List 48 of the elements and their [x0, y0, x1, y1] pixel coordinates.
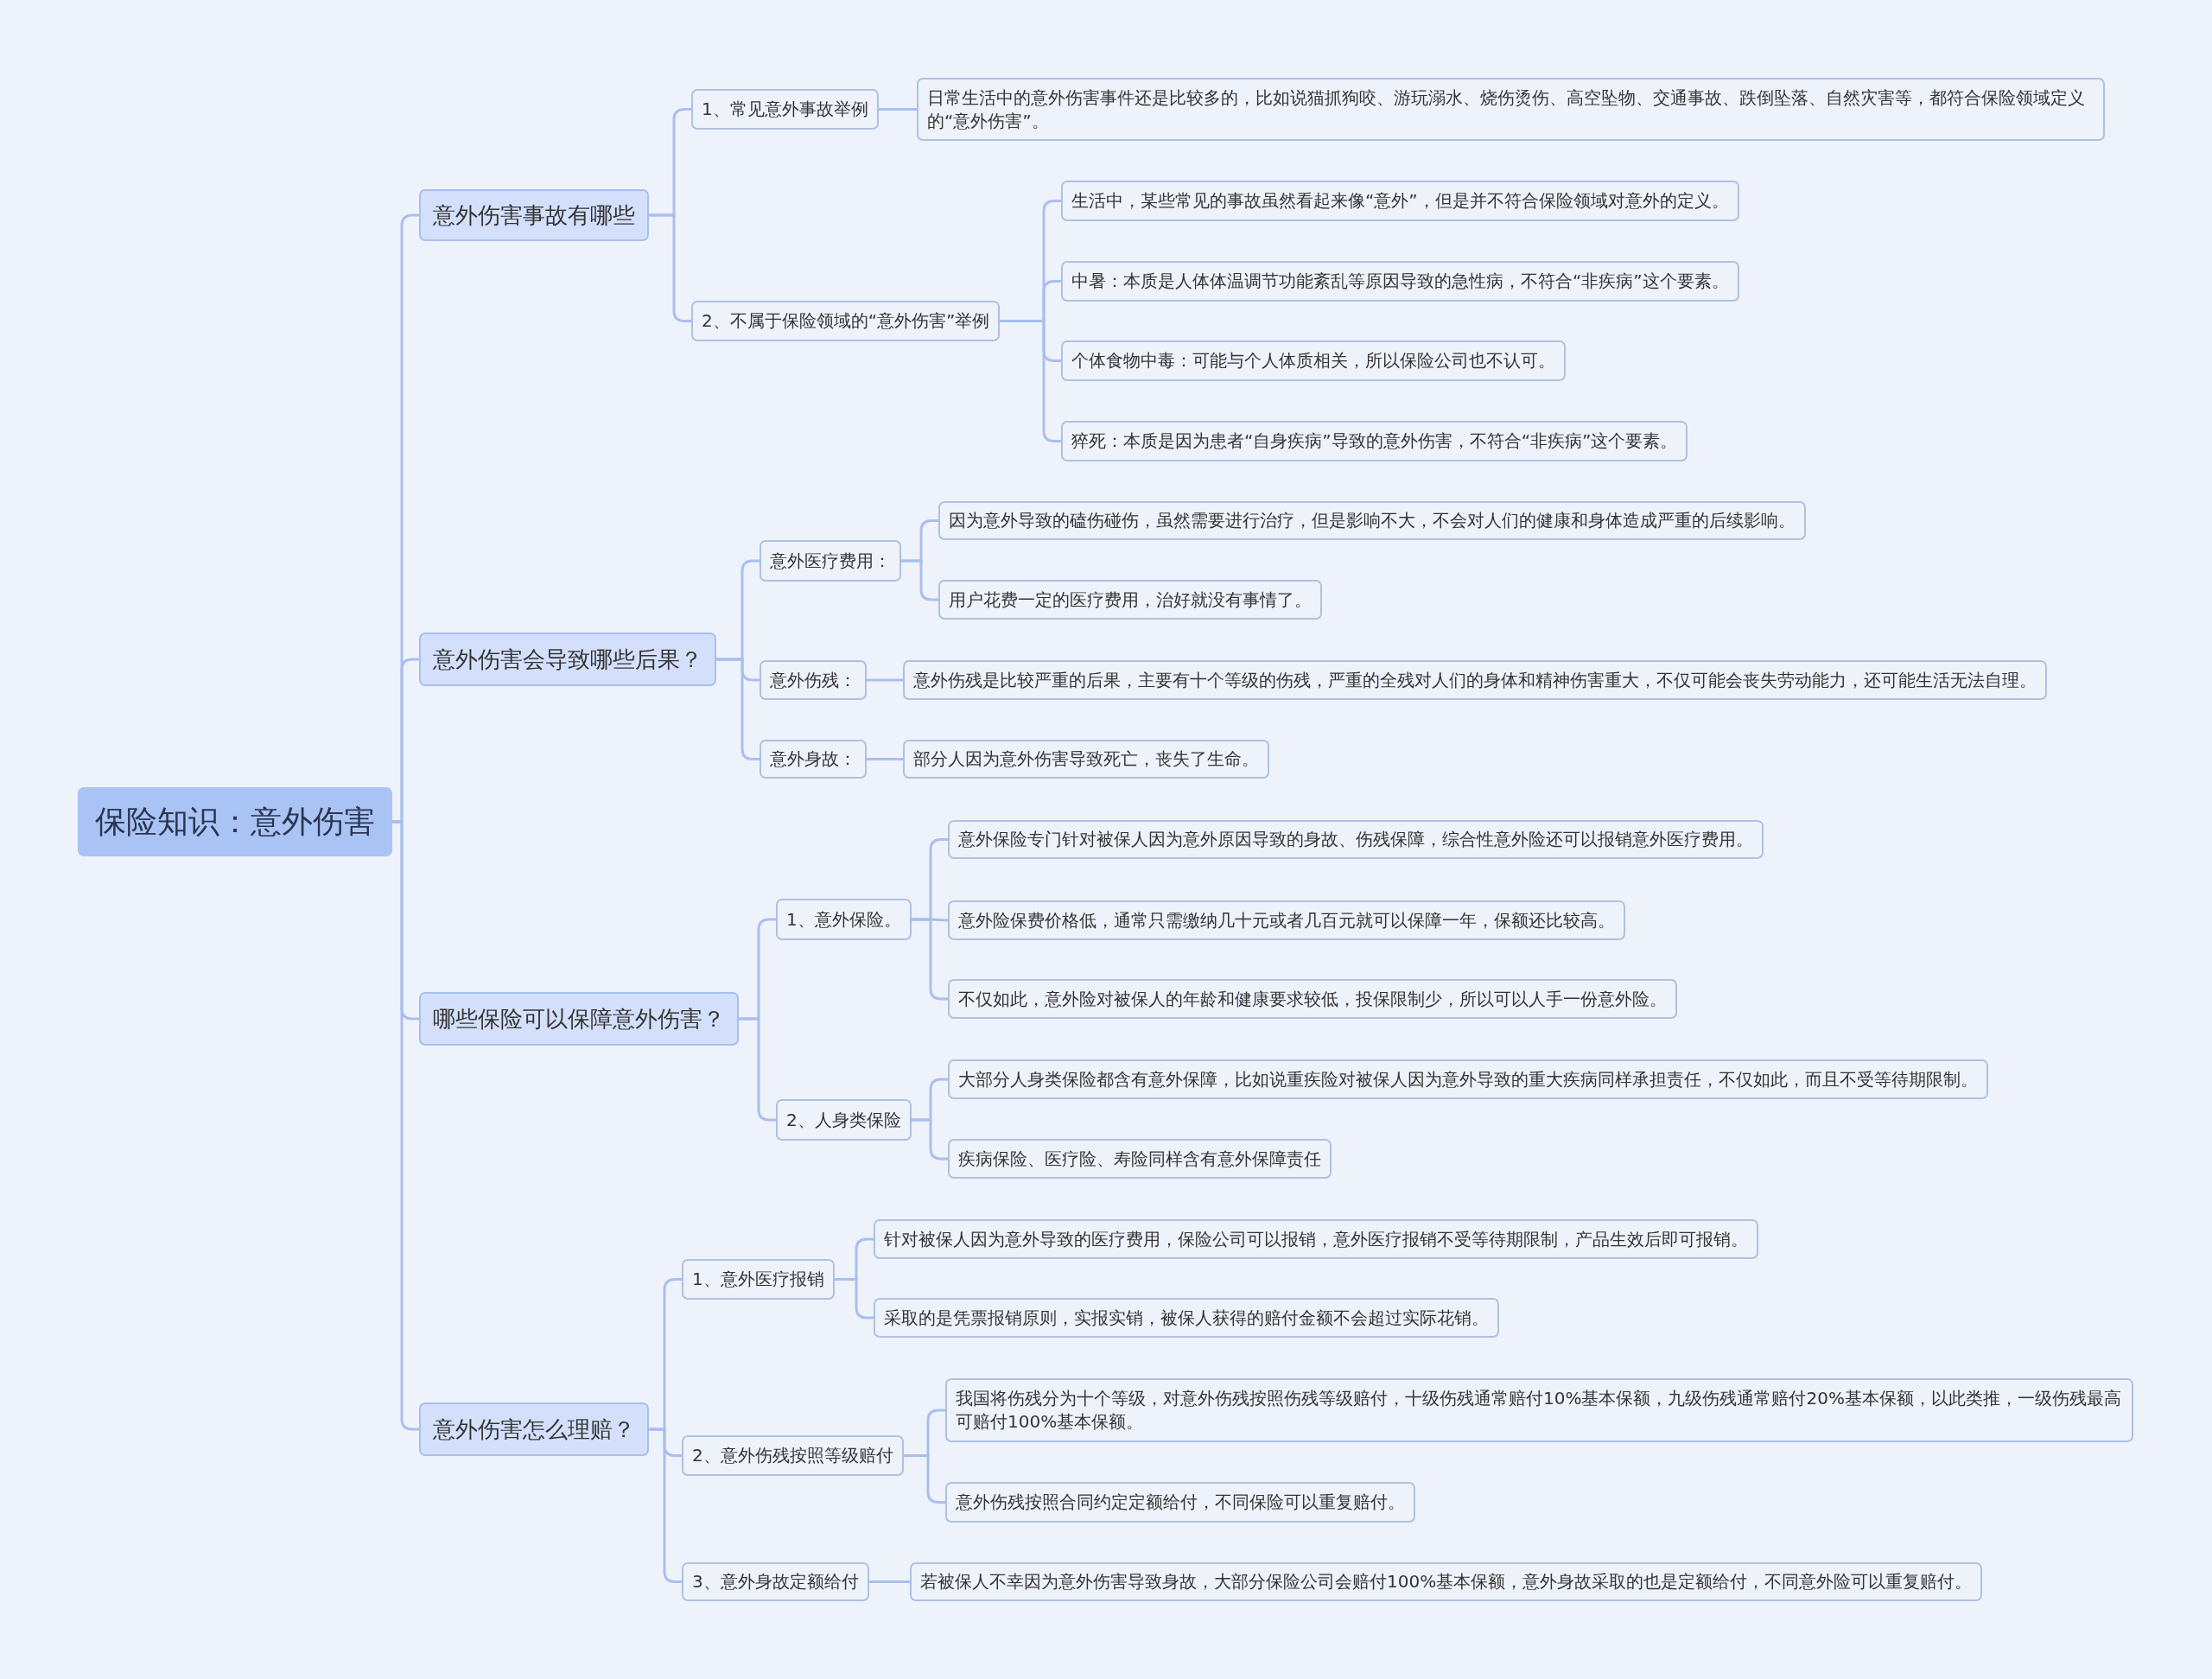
- connector-line: [903, 1454, 945, 1504]
- note-box: 意外险保费价格低，通常只需缴纳几十元或者几百元就可以保障一年，保额还比较高。: [948, 900, 1625, 940]
- connector-line: [867, 758, 903, 760]
- branch-box: 意外伤害事故有哪些: [419, 189, 649, 241]
- subtopic-box: 2、不属于保险领域的“意外伤害”举例: [691, 301, 1001, 341]
- note-box: 若被保人不幸因为意外伤害导致身故，大部分保险公司会赔付100%基本保额，意外身故采取的也是定额给付，不同意外险可以重复赔付。: [910, 1562, 1983, 1601]
- note-box: 意外伤残按照合同约定定额给付，不同保险可以重复赔付。: [945, 1482, 1415, 1523]
- note-box: 采取的是凭票报销原则，实报实销，被保人获得的赔付金额不会超过实际花销。: [874, 1298, 1499, 1338]
- note-box: 疾病保险、医疗险、寿险同样含有意外保障责任: [948, 1139, 1332, 1179]
- note-box: 意外保险专门针对被保人因为意外原因导致的身故、伤残保障，综合性意外险还可以报销意外医疗费用。: [948, 820, 1764, 859]
- subtopic-box: 3、意外身故定额给付: [682, 1562, 869, 1601]
- subtopic-box: 2、人身类保险: [776, 1099, 912, 1141]
- note-box: 意外伤残是比较严重的后果，主要有十个等级的伤残，严重的全残对人们的身体和精神伤害重大，不仅可能会丧失劳动能力，还可能生活无法自理。: [903, 660, 2047, 700]
- note-box: 日常生活中的意外伤害事件还是比较多的，比如说猫抓狗咬、游玩溺水、烧伤烫伤、高空坠物、交通事故、跌倒坠落、自然灾害等，都符合保险领域定义的“意外伤害”。: [917, 78, 2105, 141]
- connector-line: [868, 1580, 910, 1583]
- subtopic-box: 意外身故：: [760, 740, 867, 779]
- connector-line: [649, 213, 691, 322]
- connector-line: [834, 1278, 874, 1320]
- subtopic-box: 意外医疗费用：: [760, 540, 901, 582]
- note-box: 大部分人身类保险都含有意外保障，比如说重疾险对被保人因为意外导致的重大疾病同样承担责任，不仅如此，而且不受等待期限制。: [948, 1059, 1988, 1099]
- connector-line: [649, 1428, 682, 1583]
- connector-line: [911, 918, 948, 1001]
- note-box: 用户花费一定的医疗费用，治好就没有事情了。: [938, 580, 1322, 620]
- connector-line: [739, 1017, 776, 1122]
- subtopic-box: 2、意外伤残按照等级赔付: [682, 1435, 904, 1476]
- note-box: 部分人因为意外伤害导致死亡，丧失了生命。: [903, 740, 1269, 779]
- subtopic-box: 1、意外医疗报销: [682, 1259, 835, 1300]
- subtopic-box: 1、意外保险。: [776, 899, 912, 940]
- note-box: 猝死：本质是因为患者“自身疾病”导致的意外伤害，不符合“非疾病”这个要素。: [1061, 421, 1688, 461]
- note-box: 因为意外导致的磕伤碰伤，虽然需要进行治疗，但是影响不大，不会对人们的健康和身体造成严重的后续影响。: [938, 501, 1806, 540]
- branch-box: 意外伤害会导致哪些后果？: [419, 633, 716, 686]
- branch-box: 意外伤害怎么理赔？: [419, 1402, 649, 1456]
- note-box: 我国将伤残分为十个等级，对意外伤残按照伤残等级赔付，十级伤残通常赔付10%基本保额，九级伤残通常赔付20%基本保额，以此类推，一级伤残最高可赔付100%基本保额。: [945, 1378, 2133, 1442]
- connector-line: [911, 1118, 948, 1161]
- note-box: 个体食物中毒：可能与个人体质相关，所以保险公司也不认可。: [1061, 340, 1566, 381]
- branch-box: 哪些保险可以保障意外伤害？: [419, 992, 739, 1046]
- subtopic-box: 1、常见意外事故举例: [691, 89, 879, 130]
- note-box: 生活中，某些常见的事故虽然看起来像“意外”，但是并不符合保险领域对意外的定义。: [1061, 181, 1739, 221]
- connector-line: [867, 678, 903, 682]
- connector-line: [716, 658, 760, 760]
- note-box: 不仅如此，意外险对被保人的年龄和健康要求较低，投保限制少，所以可以人手一份意外险。: [948, 979, 1677, 1019]
- note-box: 中暑：本质是人体体温调节功能紊乱等原因导致的急性病，不符合“非疾病”这个要素。: [1061, 261, 1739, 302]
- topic-box: 保险知识：意外伤害: [78, 787, 392, 856]
- note-box: 针对被保人因为意外导致的医疗费用，保险公司可以报销，意外医疗报销不受等待期限制，产品生效后即可报销。: [874, 1219, 1758, 1259]
- connector-line: [1000, 320, 1061, 442]
- connector-line: [901, 559, 938, 601]
- connector-line: [878, 108, 917, 111]
- subtopic-box: 意外伤残：: [760, 660, 867, 700]
